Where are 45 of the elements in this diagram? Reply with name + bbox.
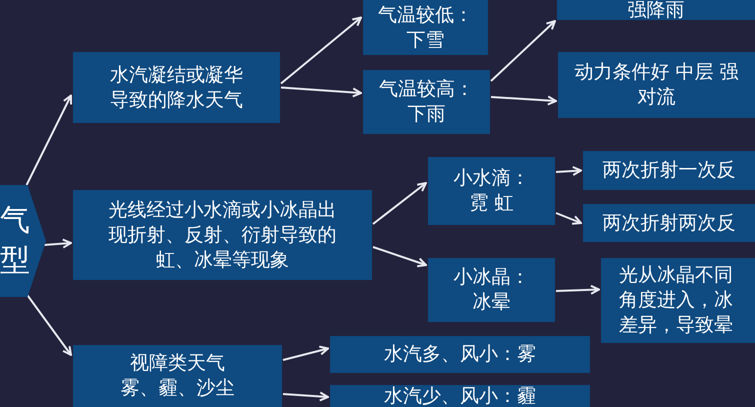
box-text: 光线经过小水滴或小冰晶出现折射、反射、衍射导致的虹、冰晕等现象: [108, 198, 338, 272]
box-text: 小冰晶：冰晕: [452, 265, 530, 315]
process-box: [557, 0, 755, 20]
box-text: 水汽凝结或凝华导致的降水天气: [109, 62, 244, 112]
chevron-box: [0, 185, 46, 297]
box-text: 两次折射一次反: [602, 158, 736, 183]
process-box: [428, 157, 555, 225]
box-text: 视障类天气: [130, 351, 225, 376]
box-text: 两次折射两次反: [602, 210, 736, 236]
arrow: [282, 391, 329, 402]
arrow: [44, 238, 72, 249]
arrow: [282, 346, 329, 361]
box-text: 气温较低：下雪: [377, 2, 474, 52]
process-box: [601, 258, 755, 343]
process-box: [363, 0, 488, 55]
box-text: 水汽少、风小：霾: [384, 386, 536, 406]
arrow: [556, 166, 582, 176]
process-box: [583, 204, 755, 242]
process-box: [428, 258, 555, 322]
process-box: [73, 52, 280, 123]
arrow: [372, 182, 427, 225]
arrow: [490, 20, 556, 82]
process-box: [558, 52, 755, 118]
arrow: [490, 96, 557, 106]
box-text: 气型: [0, 202, 30, 280]
arrow: [280, 16, 362, 84]
process-box: [363, 70, 490, 134]
box-text: 雾、霾、沙尘: [120, 376, 234, 401]
box-text: 水汽多、风小：雾: [384, 342, 536, 367]
box-text: 强降雨: [628, 0, 684, 20]
arrow: [26, 94, 72, 186]
process-box: [583, 151, 755, 190]
arrow: [372, 246, 427, 268]
process-box: [330, 385, 590, 407]
box-text: 小水滴：霓 虹: [452, 166, 530, 216]
arrow: [556, 284, 600, 295]
box-text: 光从冰晶不同角度进入，冰差异，导致晕: [619, 263, 734, 338]
box-text: 气温较高：下雨: [378, 77, 475, 127]
process-box: [330, 336, 590, 373]
arrow: [556, 212, 582, 225]
process-box: [73, 190, 372, 280]
arrow: [280, 86, 362, 98]
box-text: 动力条件好 中层 强对流: [574, 60, 739, 110]
process-box: [73, 345, 282, 407]
arrow: [26, 294, 72, 356]
